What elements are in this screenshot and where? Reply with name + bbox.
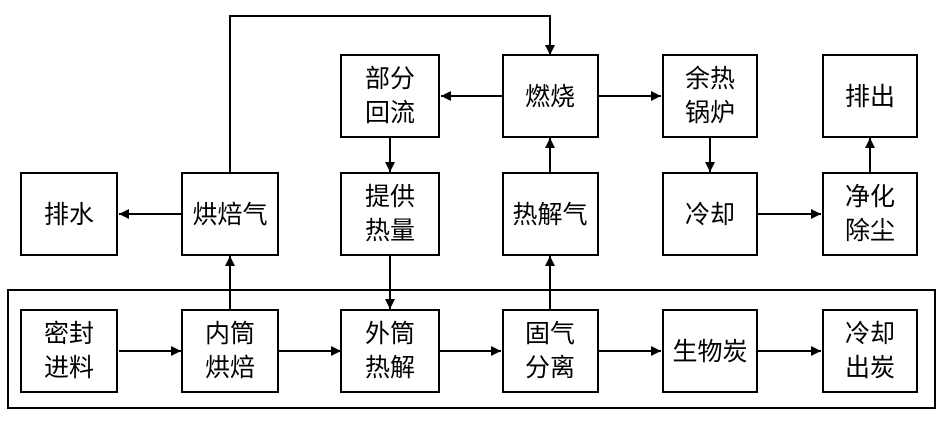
svg-text:生物炭: 生物炭 bbox=[672, 337, 747, 366]
svg-text:固气: 固气 bbox=[525, 319, 575, 348]
svg-text:回流: 回流 bbox=[365, 98, 415, 127]
node-bufen-huiliu: 部分 回流 bbox=[340, 54, 440, 138]
svg-text:出炭: 出炭 bbox=[845, 353, 895, 382]
node-waitong-rejie: 外筒 热解 bbox=[340, 309, 440, 393]
node-rejieqi: 热解气 bbox=[502, 172, 599, 256]
svg-text:排出: 排出 bbox=[845, 82, 895, 111]
svg-text:冷却: 冷却 bbox=[685, 200, 735, 229]
svg-text:进料: 进料 bbox=[44, 353, 94, 382]
svg-text:分离: 分离 bbox=[525, 353, 575, 382]
svg-text:热解: 热解 bbox=[365, 353, 415, 382]
svg-text:部分: 部分 bbox=[365, 64, 415, 93]
node-paishui: 排水 bbox=[20, 172, 118, 256]
node-lengque-chutan: 冷却 出炭 bbox=[822, 309, 918, 393]
svg-text:排水: 排水 bbox=[44, 200, 94, 229]
svg-text:密封: 密封 bbox=[44, 319, 94, 348]
svg-text:净化: 净化 bbox=[845, 182, 895, 211]
svg-text:内筒: 内筒 bbox=[205, 319, 255, 348]
node-mifeng-jinliao: 密封 进料 bbox=[20, 309, 118, 393]
svg-text:余热: 余热 bbox=[685, 64, 735, 93]
svg-text:燃烧: 燃烧 bbox=[525, 82, 575, 111]
node-ranshao: 燃烧 bbox=[502, 54, 599, 138]
svg-text:提供: 提供 bbox=[365, 182, 415, 211]
node-guqi-fenli: 固气 分离 bbox=[502, 309, 599, 393]
svg-text:烘焙气: 烘焙气 bbox=[192, 200, 267, 229]
svg-text:烘焙: 烘焙 bbox=[205, 353, 255, 382]
svg-text:热解气: 热解气 bbox=[512, 200, 587, 229]
reactor-frame bbox=[7, 289, 936, 409]
svg-text:冷却: 冷却 bbox=[845, 319, 895, 348]
svg-text:锅炉: 锅炉 bbox=[685, 98, 735, 127]
node-tigong-reliang: 提供 热量 bbox=[340, 172, 440, 256]
node-shengwutan: 生物炭 bbox=[662, 309, 758, 393]
arrow-hongbeiqi-to-ranshao bbox=[229, 15, 555, 173]
node-jinghua-chuchen: 净化 除尘 bbox=[822, 172, 918, 256]
svg-text:外筒: 外筒 bbox=[365, 319, 415, 348]
node-hongbeiqi: 烘焙气 bbox=[181, 172, 279, 256]
svg-text:除尘: 除尘 bbox=[845, 216, 895, 245]
node-yure-guolu: 余热 锅炉 bbox=[662, 54, 758, 138]
svg-text:热量: 热量 bbox=[365, 216, 415, 245]
node-paichu: 排出 bbox=[822, 54, 918, 138]
node-neitong-hongbei: 内筒 烘焙 bbox=[181, 309, 279, 393]
node-lengque: 冷却 bbox=[662, 172, 758, 256]
